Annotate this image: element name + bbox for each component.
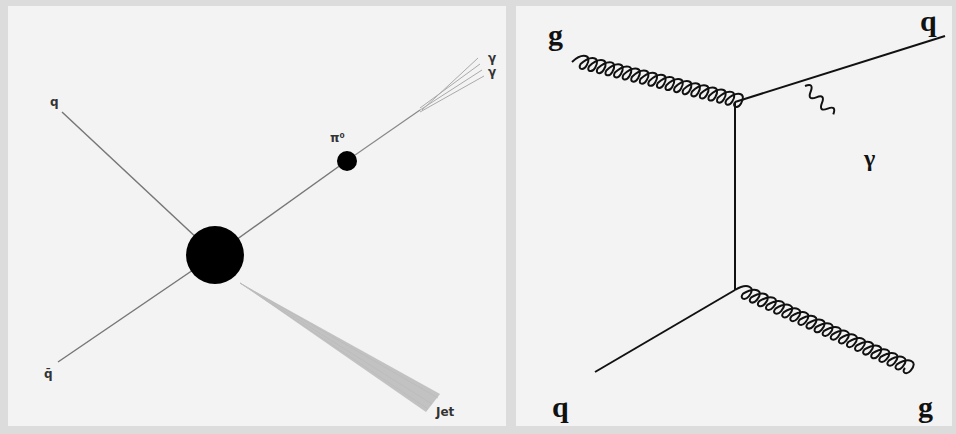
particle-label: g — [918, 392, 933, 422]
particle-label: q — [552, 392, 569, 422]
particle-label: γ — [488, 66, 496, 78]
particle-label: γ — [488, 52, 496, 64]
jet-label: Jet — [436, 406, 454, 418]
particle-label: γ — [864, 146, 875, 170]
particle-label: q — [920, 6, 937, 36]
particle-label: π⁰ — [330, 132, 345, 144]
particle-label: q̄ — [44, 368, 53, 380]
left-panel — [8, 6, 506, 426]
particle-label: g — [548, 20, 563, 50]
particle-label: q — [50, 96, 59, 108]
